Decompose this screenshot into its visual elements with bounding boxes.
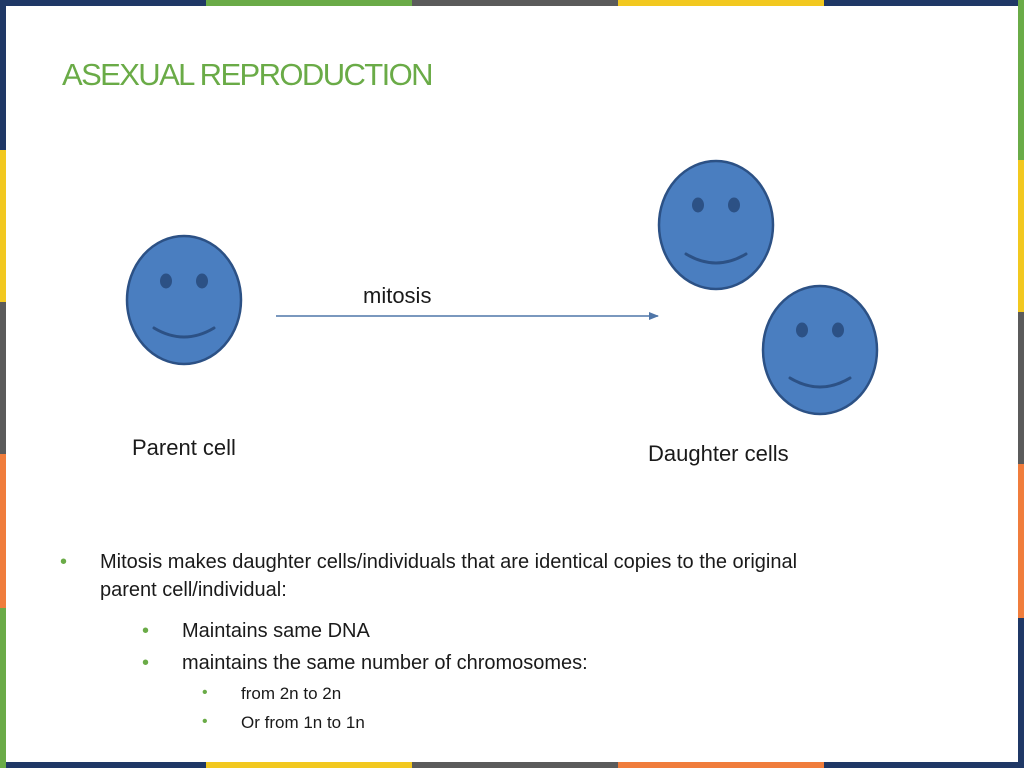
bullet-main-line-1: Mitosis makes daughter cells/individuals… (100, 551, 798, 573)
frame-segment (412, 762, 618, 768)
bullet-marker: • (60, 551, 68, 573)
frame-segment (206, 0, 412, 6)
bullet-marker: • (142, 620, 150, 642)
mitosis-label: mitosis (363, 283, 432, 308)
frame-segment (412, 0, 618, 6)
bullet-sub-2: maintains the same number of chromosomes… (182, 652, 588, 674)
daughter-cell-1-smiley-icon (657, 159, 775, 291)
frame-segment (0, 0, 206, 6)
daughter-cell-2-smiley-icon (761, 284, 879, 416)
frame-segment (0, 454, 6, 608)
frame-segment (0, 608, 6, 768)
bullet-subsub-2: Or from 1n to 1n (241, 713, 365, 732)
frame-segment (1018, 312, 1024, 464)
frame-segment (824, 0, 1024, 6)
parent-cell-label: Parent cell (132, 435, 236, 460)
frame-segment (824, 762, 1024, 768)
frame-segment (1018, 0, 1024, 160)
bullet-sub-1: Maintains same DNA (182, 620, 370, 642)
bullet-marker: • (202, 713, 208, 730)
bullet-marker: • (142, 652, 150, 674)
bullet-subsub-1: from 2n to 2n (241, 684, 342, 703)
daughter-cells-label: Daughter cells (648, 441, 789, 466)
mitosis-diagram (125, 159, 879, 416)
slide-title: ASEXUAL REPRODUCTION (62, 57, 434, 92)
frame-segment (206, 762, 412, 768)
frame-segment (1018, 618, 1024, 768)
parent-cell-smiley-icon (125, 234, 243, 366)
frame-segment (0, 0, 6, 150)
frame-segment (1018, 464, 1024, 618)
bullet-marker: • (202, 684, 208, 701)
frame-segment (1018, 160, 1024, 312)
frame-segment (0, 302, 6, 454)
frame-segment (0, 762, 206, 768)
frame-segment (618, 0, 824, 6)
bullet-main-line-2: parent cell/individual: (100, 579, 287, 601)
frame-segment (0, 150, 6, 302)
frame-segment (618, 762, 824, 768)
